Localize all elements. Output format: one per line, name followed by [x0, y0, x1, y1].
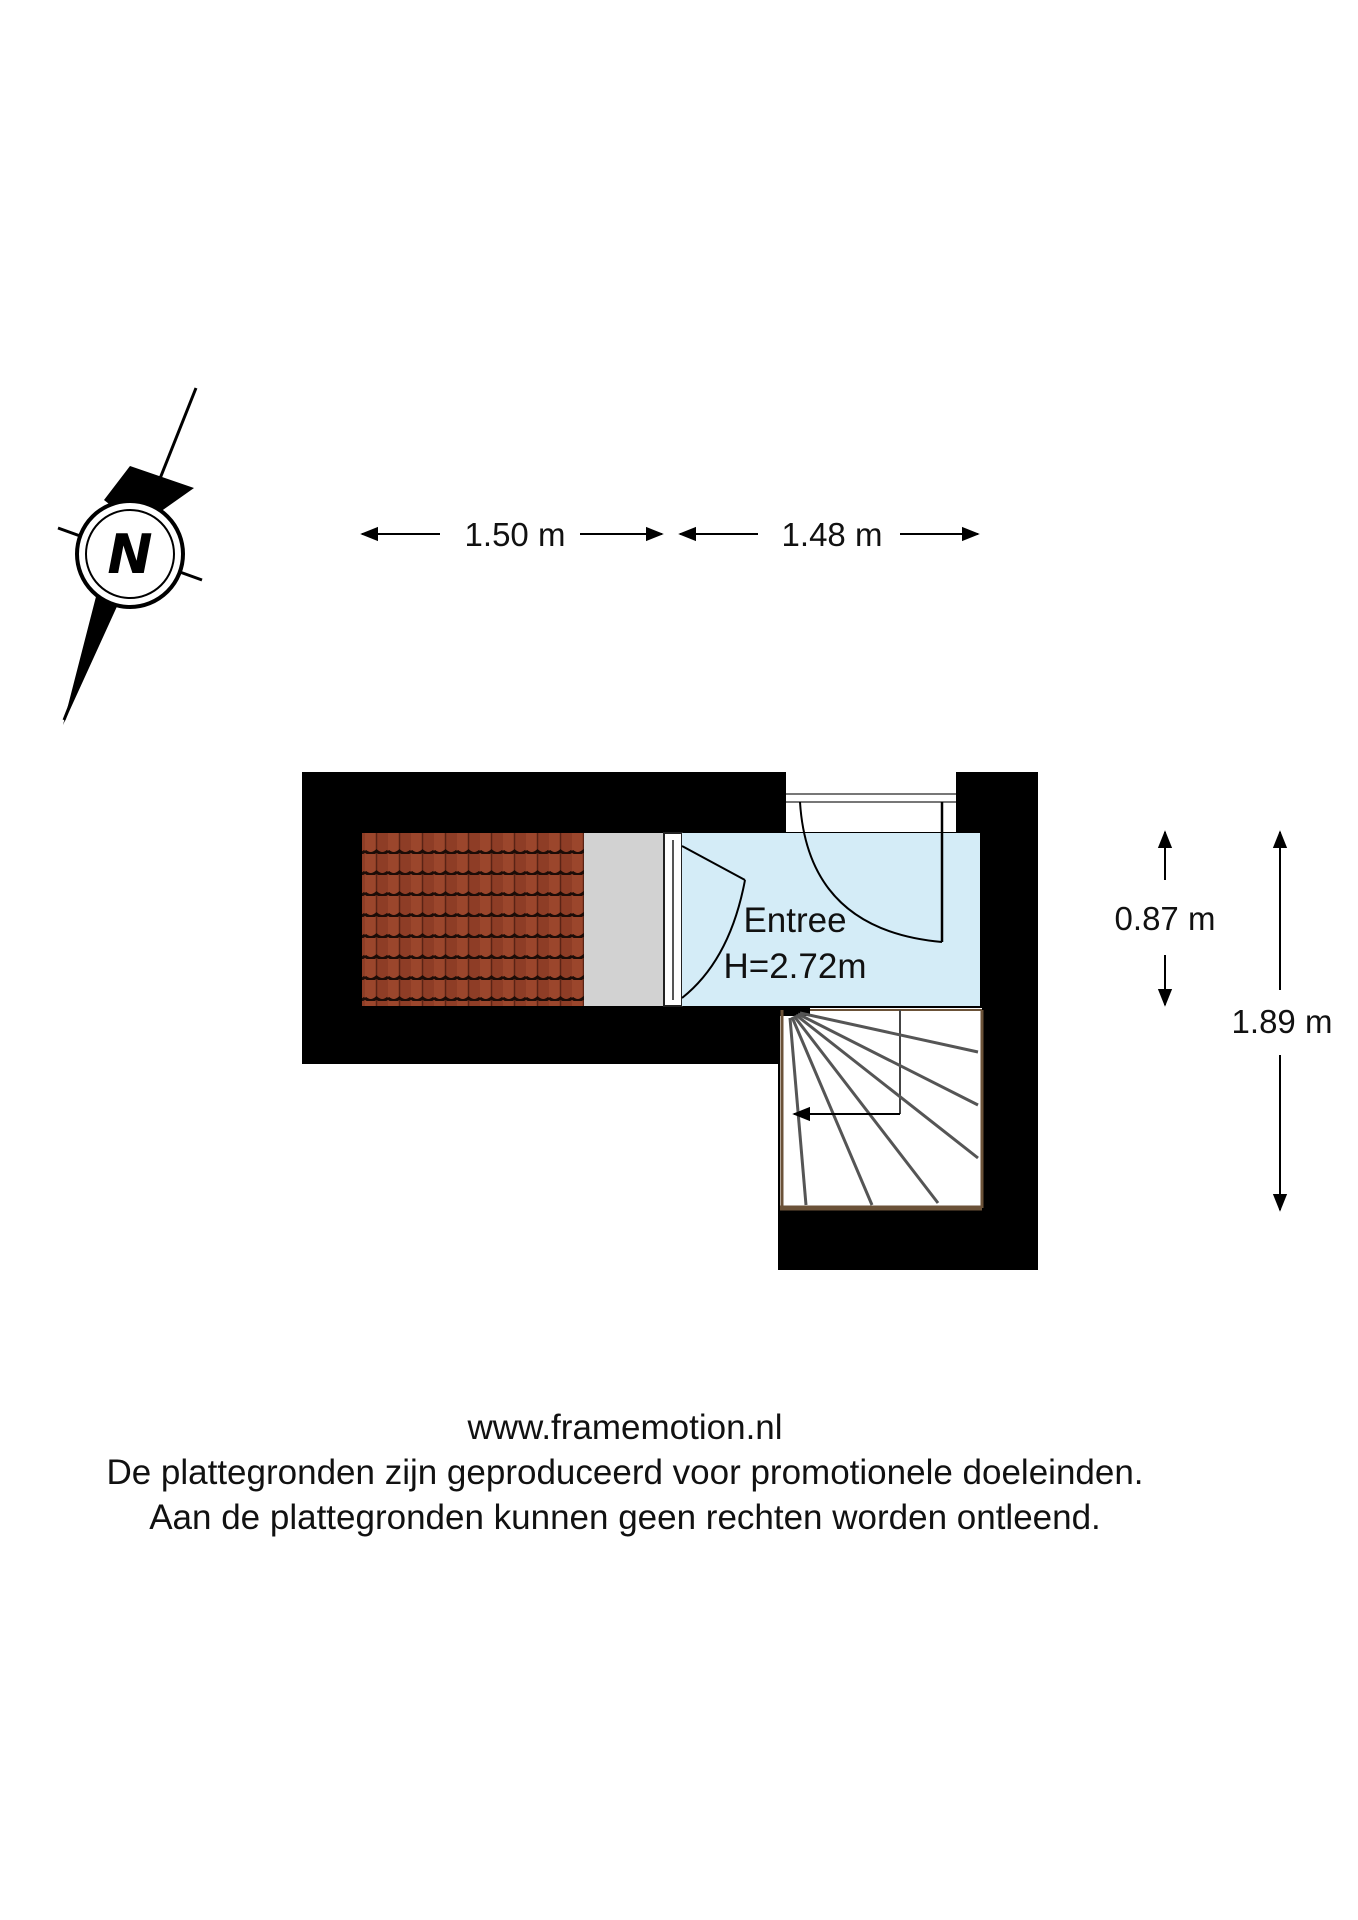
staircase: [778, 1006, 984, 1211]
room-entree: [682, 833, 980, 1006]
compass: N: [57, 387, 203, 725]
dim-label-height-total: 1.89 m: [1232, 1003, 1333, 1040]
room-name: Entree: [743, 901, 846, 940]
width-dimensions: 1.50 m 1.48 m: [360, 516, 980, 553]
compass-inner-ring: [85, 509, 175, 599]
roof-landing: [584, 833, 664, 1006]
compass-letter: N: [107, 523, 152, 586]
front-door-arc: [799, 801, 943, 943]
stair-tread: [799, 1011, 979, 1054]
height-dimensions: 0.87 m 1.89 m: [1115, 830, 1333, 1212]
stair-tread: [792, 1015, 940, 1204]
dim-label-width-left: 1.50 m: [465, 516, 566, 553]
footer: www.framemotion.nl De plattegronden zijn…: [0, 1405, 1250, 1540]
stair-top-block: [778, 1006, 810, 1016]
dim-label-height-small: 0.87 m: [1115, 900, 1216, 937]
front-door: [799, 801, 944, 943]
footer-disclaimer-2: Aan de plattegronden kunnen geen rechten…: [149, 1498, 1101, 1537]
dim-label-width-right: 1.48 m: [782, 516, 883, 553]
stair-tread: [790, 1016, 874, 1206]
door-swing-left: [681, 845, 746, 999]
door-arc-left: [681, 879, 746, 999]
footer-disclaimer-1: De plattegronden zijn geproduceerd voor …: [106, 1453, 1144, 1492]
window-top: [786, 772, 956, 832]
stair-tread: [797, 1012, 979, 1107]
footer-url: www.framemotion.nl: [467, 1408, 783, 1447]
roof-tiles: [362, 833, 584, 1006]
room-height: H=2.72m: [724, 947, 867, 986]
balcony-door: [663, 832, 683, 1007]
door-leaf-left: [681, 845, 746, 881]
stair-tread: [795, 1013, 979, 1160]
